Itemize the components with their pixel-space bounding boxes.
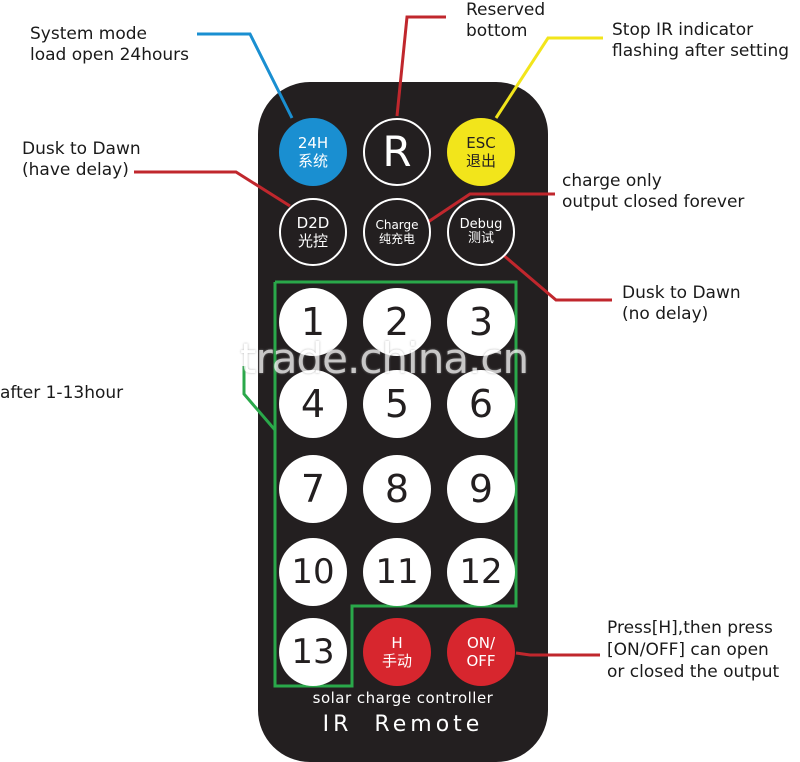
label-reserved-line2: bottom — [466, 21, 528, 41]
button-h-manual[interactable]: H 手动 — [363, 618, 431, 686]
button-charge-line1: Charge — [375, 218, 419, 232]
caption-controller: solar charge controller — [312, 689, 494, 707]
button-number-3[interactable]: 3 — [447, 288, 515, 356]
button-on-off-line2: OFF — [466, 652, 496, 670]
button-number-1[interactable]: 1 — [279, 288, 347, 356]
button-24h-line2: 系统 — [297, 152, 328, 170]
label-d2d-nodelay-line2: (no delay) — [622, 304, 709, 324]
button-number-13[interactable]: 13 — [279, 618, 347, 686]
button-number-2[interactable]: 2 — [363, 288, 431, 356]
label-press-h-line3: or closed the output — [607, 662, 780, 682]
label-stop-ir: Stop IR indicator flashing after setting — [612, 20, 789, 62]
button-d2d[interactable]: D2D 光控 — [279, 198, 347, 266]
label-d2d-delay-line1: Dusk to Dawn — [22, 139, 141, 159]
button-charge[interactable]: Charge 纯充电 — [363, 198, 431, 266]
label-system-mode: System mode load open 24hours — [30, 24, 189, 66]
label-d2d-delay: Dusk to Dawn (have delay) — [22, 139, 141, 181]
button-h-line2: 手动 — [381, 652, 412, 670]
label-charge-only: charge only output closed forever — [562, 171, 744, 213]
button-number-11[interactable]: 11 — [363, 538, 431, 606]
button-24h-line1: 24H — [297, 134, 329, 152]
button-on-off-line1: ON/ — [466, 634, 496, 652]
label-system-mode-line2: load open 24hours — [30, 45, 189, 65]
label-press-h-line1: Press[H],then press — [607, 618, 773, 638]
button-number-5[interactable]: 5 — [363, 370, 431, 438]
label-d2d-nodelay: Dusk to Dawn (no delay) — [622, 283, 741, 325]
label-charge-only-line2: output closed forever — [562, 192, 745, 212]
label-after-hours: after 1-13hour — [0, 383, 124, 403]
button-debug-line2: 测试 — [467, 231, 494, 246]
label-d2d-delay-line2: (have delay) — [22, 160, 129, 180]
button-esc-line2: 退出 — [465, 152, 496, 170]
button-esc-line1: ESC — [466, 134, 496, 152]
button-number-4[interactable]: 4 — [279, 370, 347, 438]
button-d2d-line2: 光控 — [297, 232, 328, 250]
button-number-8[interactable]: 8 — [363, 455, 431, 523]
button-number-6[interactable]: 6 — [447, 370, 515, 438]
button-reserved-label: R — [382, 127, 412, 176]
button-number-7[interactable]: 7 — [279, 455, 347, 523]
button-debug[interactable]: Debug 测试 — [447, 198, 515, 266]
label-reserved: Reserved bottom — [466, 0, 545, 42]
label-reserved-line1: Reserved — [466, 0, 546, 20]
button-d2d-line1: D2D — [296, 214, 330, 232]
button-24h-system[interactable]: 24H 系统 — [279, 118, 347, 186]
button-esc[interactable]: ESC 退出 — [447, 118, 515, 186]
button-on-off[interactable]: ON/ OFF — [447, 618, 515, 686]
label-system-mode-line1: System mode — [30, 24, 148, 44]
label-press-h: Press[H],then press [ON/OFF] can open or… — [607, 617, 779, 683]
label-stop-ir-line1: Stop IR indicator — [612, 20, 754, 40]
button-number-10[interactable]: 10 — [279, 538, 347, 606]
watermark: trade.china.cn — [240, 334, 529, 383]
label-d2d-nodelay-line1: Dusk to Dawn — [622, 283, 741, 303]
button-charge-line2: 纯充电 — [378, 232, 415, 246]
button-reserved[interactable]: R — [363, 118, 431, 186]
button-number-12[interactable]: 12 — [447, 538, 515, 606]
label-charge-only-line1: charge only — [562, 171, 662, 191]
button-number-9[interactable]: 9 — [447, 455, 515, 523]
button-debug-line1: Debug — [459, 217, 503, 232]
label-stop-ir-line2: flashing after setting — [612, 41, 790, 61]
button-h-line1: H — [391, 634, 403, 652]
caption-ir-remote: IR Remote — [322, 712, 484, 737]
label-press-h-line2: [ON/OFF] can open — [607, 640, 769, 660]
